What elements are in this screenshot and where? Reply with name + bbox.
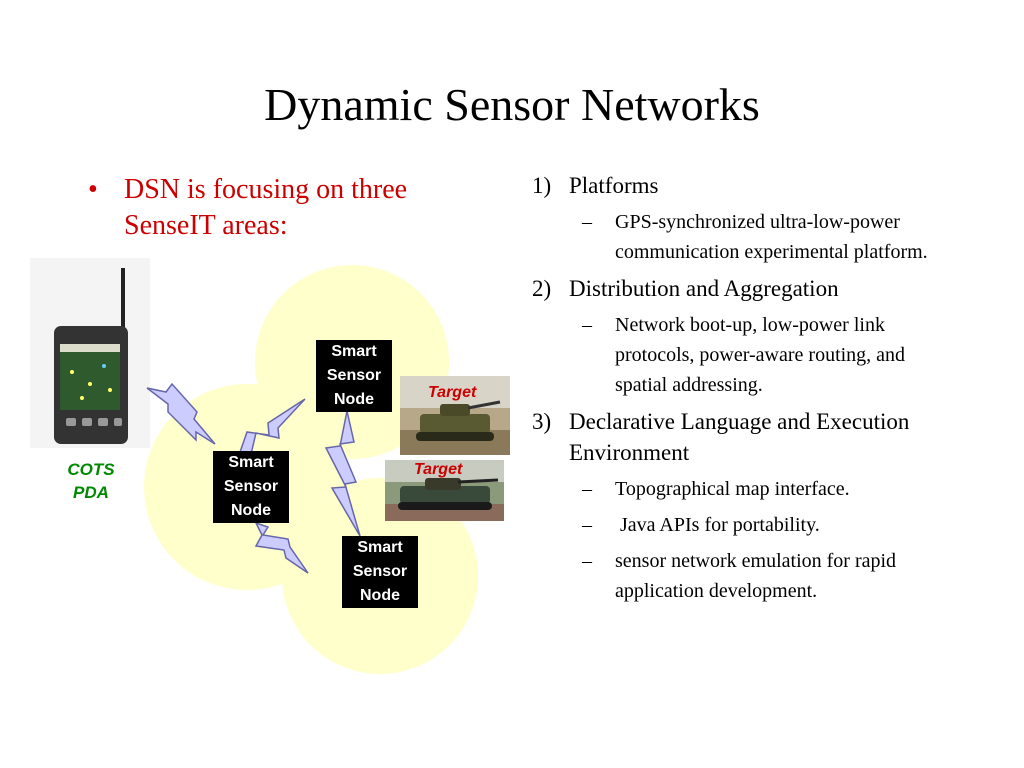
sub-item-text: sensor network emulation for rapid appli… <box>615 550 897 602</box>
lightning-bolt-icon <box>237 398 306 456</box>
node-line: Node <box>334 391 374 408</box>
item-label: Platforms <box>569 173 659 198</box>
node-line: Node <box>360 587 400 604</box>
pda-device-photo <box>30 258 150 448</box>
target-label: Target <box>428 384 477 401</box>
sub-item: – GPS-synchronized ultra-low-power commu… <box>582 207 1002 267</box>
sub-item-text: Topographical map interface. <box>615 478 850 500</box>
sub-item-text: GPS-synchronized ultra-low-power communi… <box>615 211 928 263</box>
smart-sensor-node: Smart Sensor Node <box>316 340 392 412</box>
slide-title: Dynamic Sensor Networks <box>264 79 760 130</box>
sub-item: – Network boot-up, low-power link protoc… <box>582 310 1002 400</box>
item-number: 2) <box>532 276 552 301</box>
dash-marker: – <box>582 314 592 336</box>
node-line: Smart <box>357 539 403 556</box>
node-line: Smart <box>228 454 274 471</box>
target-label: Target <box>414 461 463 478</box>
node-line: Sensor <box>326 367 382 384</box>
item-number: 3) <box>532 409 552 434</box>
sub-item: – Java APIs for portability. <box>582 510 1002 540</box>
areas-list: 1) Platforms – GPS-synchronized ultra-lo… <box>532 170 1002 612</box>
item-label: Distribution and Aggregation <box>569 276 839 301</box>
lightning-bolt-icon <box>146 382 216 445</box>
item-number: 1) <box>532 173 552 198</box>
list-item: 2) Distribution and Aggregation – Networ… <box>532 273 1002 400</box>
smart-sensor-node: Smart Sensor Node <box>342 536 418 608</box>
lightning-bolt-icon <box>254 521 309 574</box>
sub-item: – sensor network emulation for rapid app… <box>582 546 1002 606</box>
dash-marker: – <box>582 478 592 500</box>
dash-marker: – <box>582 550 592 572</box>
pda-label-line: PDA <box>73 483 109 502</box>
sub-item: – Topographical map interface. <box>582 474 1002 504</box>
pda-label: COTS PDA <box>55 458 127 504</box>
list-item: 1) Platforms – GPS-synchronized ultra-lo… <box>532 170 1002 267</box>
node-line: Smart <box>331 343 377 360</box>
tank-photo-1 <box>400 376 510 455</box>
tank-photo-2 <box>385 460 504 521</box>
sub-item-text: Java APIs for portability. <box>615 514 820 536</box>
left-bullet-text: DSN is focusing on three SenseIT areas: <box>124 174 408 241</box>
item-label: Declarative Language and Execution Envir… <box>569 409 910 465</box>
list-item: 3) Declarative Language and Execution En… <box>532 406 1002 606</box>
node-line: Sensor <box>223 478 279 495</box>
smart-sensor-node: Smart Sensor Node <box>213 451 289 523</box>
sub-item-text: Network boot-up, low-power link protocol… <box>615 314 906 396</box>
dash-marker: – <box>582 514 592 536</box>
dash-marker: – <box>582 211 592 233</box>
pda-label-line: COTS <box>67 460 115 479</box>
node-line: Node <box>231 502 271 519</box>
node-line: Sensor <box>352 563 408 580</box>
bullet-dot: • <box>88 174 98 205</box>
